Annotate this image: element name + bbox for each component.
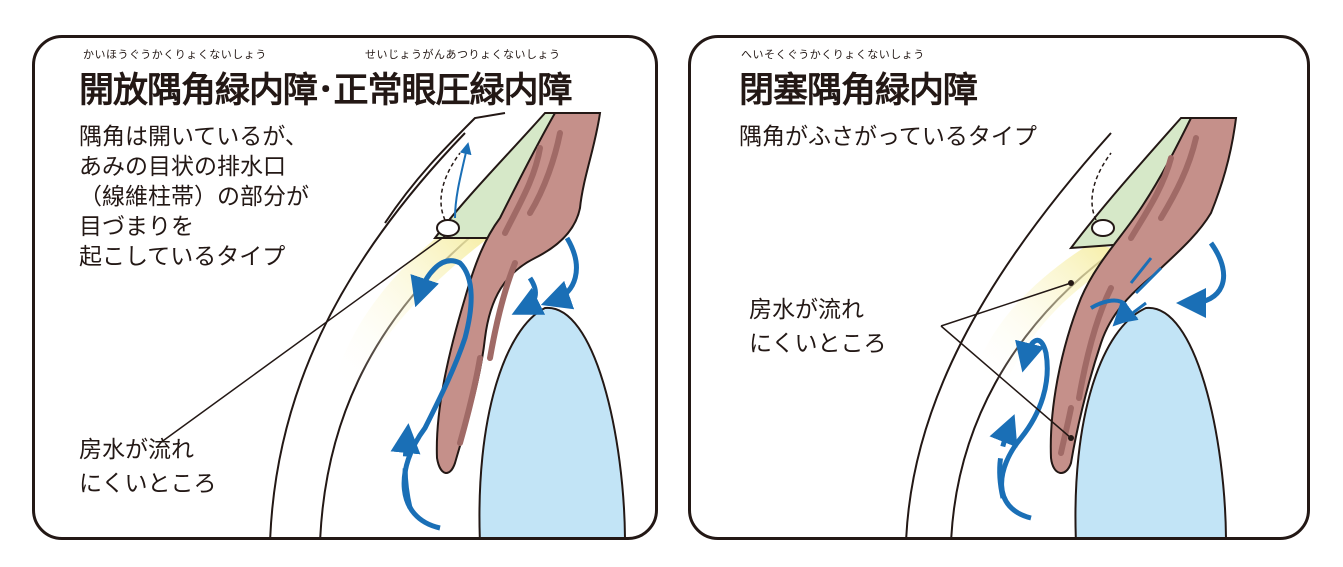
flow-arrow-right2: [511, 276, 546, 315]
sclera-edge: [384, 112, 506, 224]
iris-tissue: [1049, 117, 1238, 474]
callout-line-text: にくいところ: [749, 331, 887, 357]
description-line: 隅角がふさがっているタイプ: [739, 124, 1037, 150]
iris-tissue: [435, 112, 602, 474]
cornea-outer-line: [905, 132, 1112, 537]
outflow-arrow: [454, 142, 472, 219]
callout-dot-upper: [1068, 280, 1074, 286]
callout-line-upper: [940, 282, 1072, 327]
callout-line-text: にくいところ: [79, 471, 217, 497]
page-title: 閉塞隅角緑内障: [739, 71, 978, 111]
description-line: （線維柱帯）の部分が: [79, 184, 309, 210]
open-angle-illustration: [159, 112, 626, 537]
callout-label: 房水が流れ にくいところ: [79, 433, 217, 501]
flow-arrow-lower: [390, 423, 421, 509]
title-ruby-1: かいほうぐうかくりょくないしょう: [83, 48, 267, 61]
callout-line-text: 房水が流れ: [749, 297, 864, 323]
description: 隅角は開いているが、 あみの目状の排水口 （線維柱帯）の部分が 目づまりを 起こ…: [79, 122, 309, 272]
flow-arrow-mid: [1089, 298, 1138, 327]
title-ruby: へいそくぐうかくりょくないしょう: [741, 48, 925, 61]
schlemm-flow: [1091, 152, 1112, 221]
lens: [478, 306, 626, 537]
schlemm-flow: [440, 152, 461, 221]
iris-texture: [1058, 135, 1199, 456]
lens: [1074, 306, 1227, 537]
closed-angle-illustration: [905, 117, 1238, 537]
description-line: 起こしているタイプ: [79, 244, 286, 270]
light-band: [335, 223, 495, 388]
trabecular-meshwork: [436, 219, 460, 237]
flow-arrow-right: [1176, 241, 1227, 318]
closed-angle-panel: へいそくぐうかくりょくないしょう 閉塞隅角緑内障 隅角がふさがっているタイプ 房…: [688, 35, 1310, 540]
description-line: あみの目状の排水口: [79, 154, 286, 180]
cornea-outer-line: [269, 132, 466, 537]
trabecular-meshwork: [1091, 219, 1115, 237]
title-ruby-2: せいじょうがんあつりょくないしょう: [365, 48, 561, 61]
flow-arrow-right: [540, 236, 579, 310]
callout-line: [159, 235, 446, 444]
page-title: 開放隅角緑内障･正常眼圧緑内障: [79, 71, 573, 111]
callout-dot-lower: [1068, 435, 1074, 441]
flow-arrow-lower: [989, 414, 1018, 499]
description: 隅角がふさがっているタイプ: [739, 122, 1037, 152]
open-angle-panel: かいほうぐうかくりょくないしょう せいじょうがんあつりょくないしょう 開放隅角緑…: [32, 35, 658, 540]
callout-line-lower: [940, 325, 1072, 439]
description-line: 隅角は開いているが、: [79, 124, 308, 150]
iris-texture: [457, 130, 563, 446]
description-line: 目づまりを: [79, 214, 194, 240]
callout-line-text: 房水が流れ: [79, 437, 194, 463]
callout-label: 房水が流れ にくいところ: [749, 293, 887, 361]
